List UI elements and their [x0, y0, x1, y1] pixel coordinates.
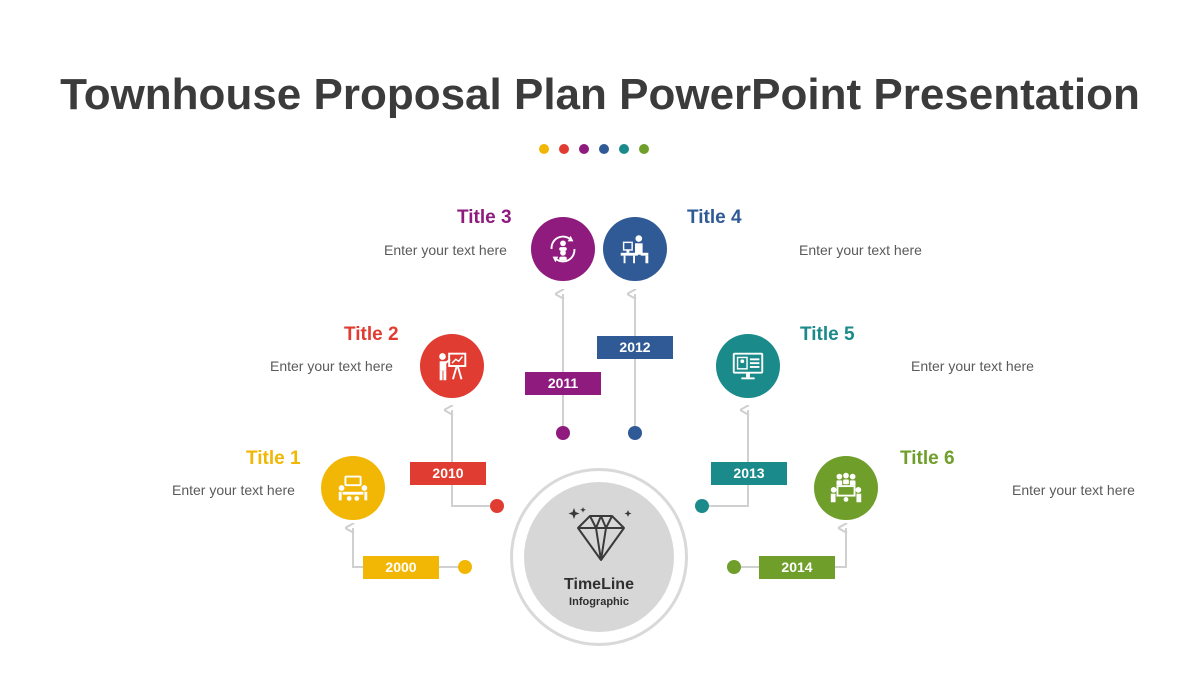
item-text-2: Enter your text here: [270, 358, 393, 374]
item-text-4: Enter your text here: [799, 242, 922, 258]
dot-4: [599, 144, 609, 154]
year-label-2: 2010: [410, 462, 486, 485]
endpoint-dot-1: [458, 560, 472, 574]
center-title: TimeLine: [564, 576, 634, 593]
monitor-icon: [716, 334, 780, 398]
item-title-1: Title 1: [246, 448, 301, 469]
presentation-board-icon: [420, 334, 484, 398]
endpoint-dot-3: [556, 426, 570, 440]
desk-worker-icon: [603, 217, 667, 281]
endpoint-dot-5: [695, 499, 709, 513]
team-meeting-icon: [814, 456, 878, 520]
endpoint-dot-6: [727, 560, 741, 574]
endpoint-dot-2: [490, 499, 504, 513]
year-label-3: 2011: [525, 372, 601, 395]
endpoint-dot-4: [628, 426, 642, 440]
item-title-3: Title 3: [457, 207, 512, 228]
item-text-5: Enter your text here: [911, 358, 1034, 374]
dot-6: [639, 144, 649, 154]
connector-2: [452, 410, 497, 507]
people-cycle-icon: [531, 217, 595, 281]
color-dots: [539, 144, 649, 154]
year-label-1: 2000: [363, 556, 439, 579]
dot-3: [579, 144, 589, 154]
year-label-4: 2012: [597, 336, 673, 359]
item-text-6: Enter your text here: [1012, 482, 1135, 498]
item-title-6: Title 6: [900, 448, 955, 469]
diamond-icon: [568, 507, 632, 561]
item-title-4: Title 4: [687, 207, 742, 228]
item-text-1: Enter your text here: [172, 482, 295, 498]
slide-title: Townhouse Proposal Plan PowerPoint Prese…: [60, 70, 1140, 119]
dot-1: [539, 144, 549, 154]
meeting-table-icon: [321, 456, 385, 520]
center-subtitle: Infographic: [569, 596, 629, 608]
item-title-2: Title 2: [344, 324, 399, 345]
item-title-5: Title 5: [800, 324, 855, 345]
dot-2: [559, 144, 569, 154]
year-label-6: 2014: [759, 556, 835, 579]
year-label-5: 2013: [711, 462, 787, 485]
dot-5: [619, 144, 629, 154]
connector-5: [702, 410, 748, 507]
item-text-3: Enter your text here: [384, 242, 507, 258]
